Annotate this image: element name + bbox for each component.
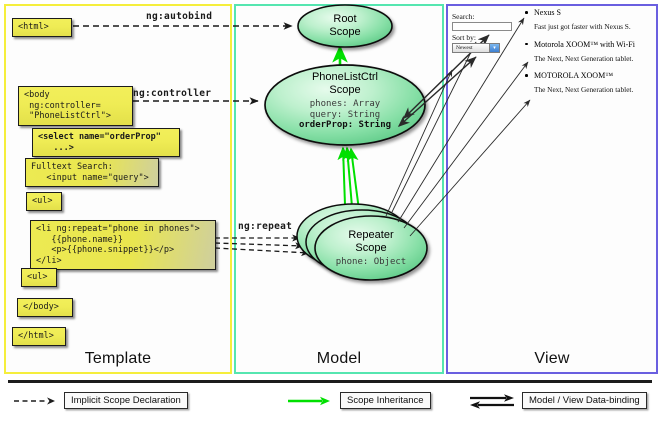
- panel-template: Template: [4, 4, 232, 374]
- phone-name-text: Motorola XOOM™ with Wi-Fi: [534, 39, 635, 49]
- phone-snippet: Fast just got faster with Nexus S.: [534, 22, 631, 31]
- bullet-icon: [525, 42, 528, 46]
- legend-implicit-label: Implicit Scope Declaration: [64, 392, 188, 409]
- code-html-open-tag[interactable]: <html>: [12, 18, 72, 37]
- phone-name-text: MOTOROLA XOOM™: [534, 71, 614, 80]
- list-item[interactable]: Motorola XOOM™ with Wi-Fi The Next, Next…: [524, 40, 648, 63]
- chevron-down-icon: ▾: [489, 44, 499, 52]
- sort-by-selected-value: Newest: [456, 45, 473, 51]
- panel-model-label: Model: [316, 350, 362, 367]
- phone-name-text: Nexus S: [534, 8, 561, 17]
- legend-inheritance-label: Scope Inheritance: [340, 392, 431, 409]
- code-ul-close-tag[interactable]: <ul>: [21, 268, 57, 287]
- search-label: Search:: [452, 12, 475, 21]
- legend-scope-inheritance: Scope Inheritance: [288, 392, 431, 409]
- green-arrow-icon: [288, 396, 330, 406]
- bullet-icon: [525, 74, 528, 77]
- code-ul-open-tag[interactable]: <ul>: [26, 192, 62, 211]
- panel-model: Model: [234, 4, 444, 374]
- edge-label-ng-autobind: ng:autobind: [146, 11, 213, 22]
- phone-list: Nexus S Fast just got faster with Nexus …: [524, 8, 648, 103]
- edge-label-ng-repeat: ng:repeat: [238, 221, 293, 232]
- dashed-arrow-icon: [14, 397, 55, 405]
- legend-divider: [8, 380, 652, 383]
- code-select-orderprop-tag[interactable]: <select name="orderProp" ...>: [32, 128, 180, 157]
- phone-snippet: The Next, Next Generation tablet.: [534, 85, 634, 94]
- panel-template-label: Template: [84, 350, 152, 367]
- code-body-controller-tag[interactable]: <body ng:controller= "PhoneListCtrl">: [18, 86, 133, 126]
- panel-view-label: View: [534, 350, 570, 367]
- code-li-ngrepeat-block[interactable]: <li ng:repeat="phone in phones"> {{phone…: [30, 220, 216, 270]
- phone-name[interactable]: Motorola XOOM™ with Wi-Fi: [524, 40, 648, 50]
- legend-databinding-label: Model / View Data-binding: [522, 392, 647, 409]
- legend-implicit-scope-declaration: Implicit Scope Declaration: [14, 392, 188, 409]
- legend: Implicit Scope Declaration Scope Inherit…: [0, 378, 660, 421]
- code-body-close-tag[interactable]: </body>: [17, 298, 73, 317]
- list-item[interactable]: MOTOROLA XOOM™ The Next, Next Generation…: [524, 71, 648, 94]
- sort-by-select[interactable]: Newest ▾: [452, 43, 500, 53]
- view-form: Search: Sort by: Newest ▾: [452, 12, 514, 53]
- double-arrow-icon: [470, 394, 514, 409]
- bullet-icon: [525, 11, 528, 14]
- phone-name[interactable]: Nexus S: [524, 8, 648, 18]
- phone-snippet: The Next, Next Generation tablet.: [534, 53, 634, 63]
- legend-model-view-databinding: Model / View Data-binding: [468, 392, 647, 409]
- phone-name[interactable]: MOTOROLA XOOM™: [524, 71, 648, 81]
- edge-label-ng-controller: ng:controller: [133, 88, 212, 99]
- search-input[interactable]: [452, 22, 512, 31]
- list-item[interactable]: Nexus S Fast just got faster with Nexus …: [524, 8, 648, 31]
- code-fulltext-search-input[interactable]: Fulltext Search: <input name="query">: [25, 158, 159, 187]
- sort-by-label: Sort by:: [452, 33, 476, 42]
- code-html-close-tag[interactable]: </html>: [12, 327, 66, 346]
